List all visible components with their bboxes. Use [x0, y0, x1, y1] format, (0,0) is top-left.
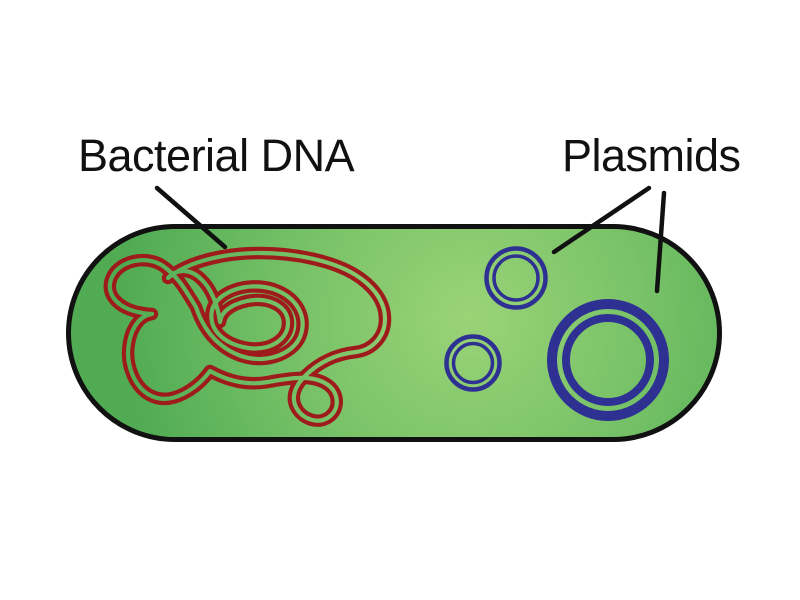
bacterial-dna-strand-gap — [107, 250, 388, 423]
plasmid-small-top — [484, 246, 548, 310]
bacterial-dna-label: Bacterial DNA — [78, 130, 355, 181]
plasmids-label: Plasmids — [562, 130, 741, 181]
plasmids-leader-line-right — [654, 190, 667, 294]
plasmid-large — [547, 299, 669, 421]
plasmids-leader-line-left — [551, 185, 652, 255]
plasmid-small-bottom — [444, 334, 502, 392]
bacterial-cell-body — [66, 224, 722, 442]
bacterial-dna-leader-line — [154, 185, 228, 250]
